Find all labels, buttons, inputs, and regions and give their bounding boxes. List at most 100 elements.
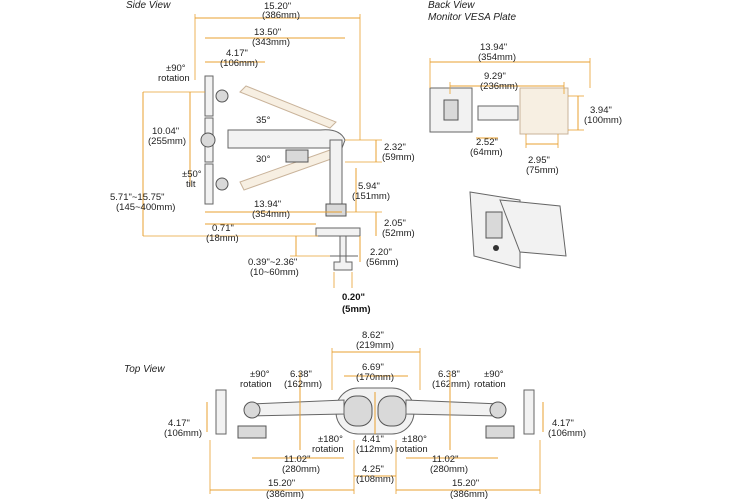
back-75mm-label: (75mm) [526, 165, 559, 176]
side-343mm-label: (343mm) [252, 37, 290, 48]
top-108mm-label: (108mm) [356, 474, 394, 485]
monitor-plate-top [204, 75, 214, 117]
top-center-right [377, 395, 407, 427]
top-4-17-left: 4.17" [168, 418, 190, 429]
back-view-title: Back View [428, 0, 475, 11]
top-386mm-right: (386mm) [450, 489, 488, 500]
top-280mm-right: (280mm) [430, 464, 468, 475]
side-56mm-label: (56mm) [366, 257, 399, 268]
clamp-screw [333, 235, 353, 271]
top-view-title: Top View [124, 364, 165, 375]
vesa-plate-title: Monitor VESA Plate [428, 12, 516, 23]
top-8-62-label: 8.62" [362, 330, 384, 341]
top-15-20-left: 15.20" [268, 478, 295, 489]
side-52mm-label: (52mm) [382, 228, 415, 239]
monitor-plate-bottom [204, 163, 214, 205]
back-2-95-label: 2.95" [528, 155, 550, 166]
back-354mm-label: (354mm) [478, 52, 516, 63]
top-clamp-left [237, 425, 267, 439]
top-6-69-label: 6.69" [362, 362, 384, 373]
side-tilt-label: tilt [186, 179, 196, 190]
back-64mm-label: (64mm) [470, 147, 503, 158]
pole [329, 139, 343, 213]
top-4-41-label: 4.41" [362, 434, 384, 445]
side-2-32-label: 2.32" [384, 142, 406, 153]
side-106mm-label: (106mm) [220, 58, 258, 69]
top-center-left [343, 395, 373, 427]
back-9-29-label: 9.29" [484, 71, 506, 82]
side-view-title: Side View [126, 0, 171, 11]
vesa-3d-center [485, 211, 503, 239]
side-255mm-label: (255mm) [148, 136, 186, 147]
top-rotation-left: rotation [240, 379, 272, 390]
side-0-71-label: 0.71" [212, 223, 234, 234]
top-112mm-label: (112mm) [356, 444, 393, 455]
top-clamp-right [485, 425, 515, 439]
side-rot90-label: ±90° [166, 63, 186, 74]
top-4-17-right: 4.17" [552, 418, 574, 429]
side-59mm-label: (59mm) [382, 152, 415, 163]
back-arm-link [477, 105, 519, 121]
side-35deg-label: 35° [256, 115, 271, 126]
side-5-94-label: 5.94" [358, 181, 380, 192]
top-15-20-right: 15.20" [452, 478, 479, 489]
back-3-94-label: 3.94" [590, 105, 612, 116]
tilt-joint-mid [200, 132, 216, 148]
top-170mm-label: (170mm) [356, 372, 394, 383]
side-0-39-label: 0.39"~2.36" [248, 257, 297, 268]
top-162mm-right: (162mm) [432, 379, 470, 390]
top-plate-left [215, 389, 227, 435]
back-2-52-label: 2.52" [476, 137, 498, 148]
side-2-20-label: 2.20" [370, 247, 392, 258]
arm-main [227, 129, 346, 149]
side-151mm-label: (151mm) [352, 191, 390, 202]
side-30deg-label: 30° [256, 154, 271, 165]
side-tilt50-label: ±50° [182, 169, 202, 180]
top-view-dimensions: 8.62" (219mm) 6.69" (170mm) ±90° rotatio… [164, 330, 586, 500]
side-15-20-label: 15.20" [264, 1, 291, 12]
top-arm-left [249, 399, 345, 417]
top-280mm-left: (280mm) [282, 464, 320, 475]
side-386mm-label: (386mm) [262, 10, 300, 21]
tilt-joint-bottom [215, 177, 229, 191]
top-arm-right [405, 399, 501, 417]
side-13-50-label: 13.50" [254, 27, 281, 38]
back-view-dimensions: 13.94" (354mm) 9.29" (236mm) 3.94" (100m… [429, 42, 622, 176]
top-4-25-label: 4.25" [362, 464, 384, 475]
back-100mm-label: (100mm) [584, 115, 622, 126]
top-106mm-right: (106mm) [548, 428, 586, 439]
pole-collar [325, 203, 347, 217]
side-10-60mm-label: (10~60mm) [250, 267, 299, 278]
top-rotation-right: rotation [474, 379, 506, 390]
side-13-94-label: 13.94" [254, 199, 281, 210]
back-view-drawing [429, 87, 569, 269]
top-rot180-left: ±180° [318, 434, 343, 445]
top-386mm-left: (386mm) [266, 489, 304, 500]
top-11-02-left: 11.02" [284, 454, 310, 465]
top-6-38-left: 6.38" [290, 369, 312, 380]
side-view-drawing [200, 75, 361, 271]
tilt-joint-top [215, 89, 229, 103]
top-11-02-right: 11.02" [432, 454, 458, 465]
top-rot180-right: ±180° [402, 434, 427, 445]
top-rot90-right: ±90° [484, 369, 504, 380]
top-162mm-left: (162mm) [284, 379, 322, 390]
side-0-20-label: 0.20" [342, 292, 365, 303]
side-view-dimensions: 15.20" (386mm) 13.50" (343mm) 4.17" (106… [110, 1, 415, 315]
side-5-71-label: 5.71"~15.75" [110, 192, 165, 203]
vesa-plate-right-ghost [519, 87, 569, 135]
top-106mm-left: (106mm) [164, 428, 202, 439]
top-joint-right [489, 401, 507, 419]
clamp-top-plate [315, 227, 361, 237]
top-6-38-right: 6.38" [438, 369, 460, 380]
top-rotation180-right: rotation [396, 444, 428, 455]
side-145-400mm-label: (145~400mm) [116, 202, 175, 213]
side-10-04-label: 10.04" [152, 126, 179, 137]
vesa-3d-hole [493, 245, 499, 251]
side-2-05-label: 2.05" [384, 218, 406, 229]
side-rotation-label: rotation [158, 73, 190, 84]
back-13-94-label: 13.94" [480, 42, 507, 53]
arm-spring-housing [285, 149, 309, 163]
side-354mm-label: (354mm) [252, 209, 290, 220]
